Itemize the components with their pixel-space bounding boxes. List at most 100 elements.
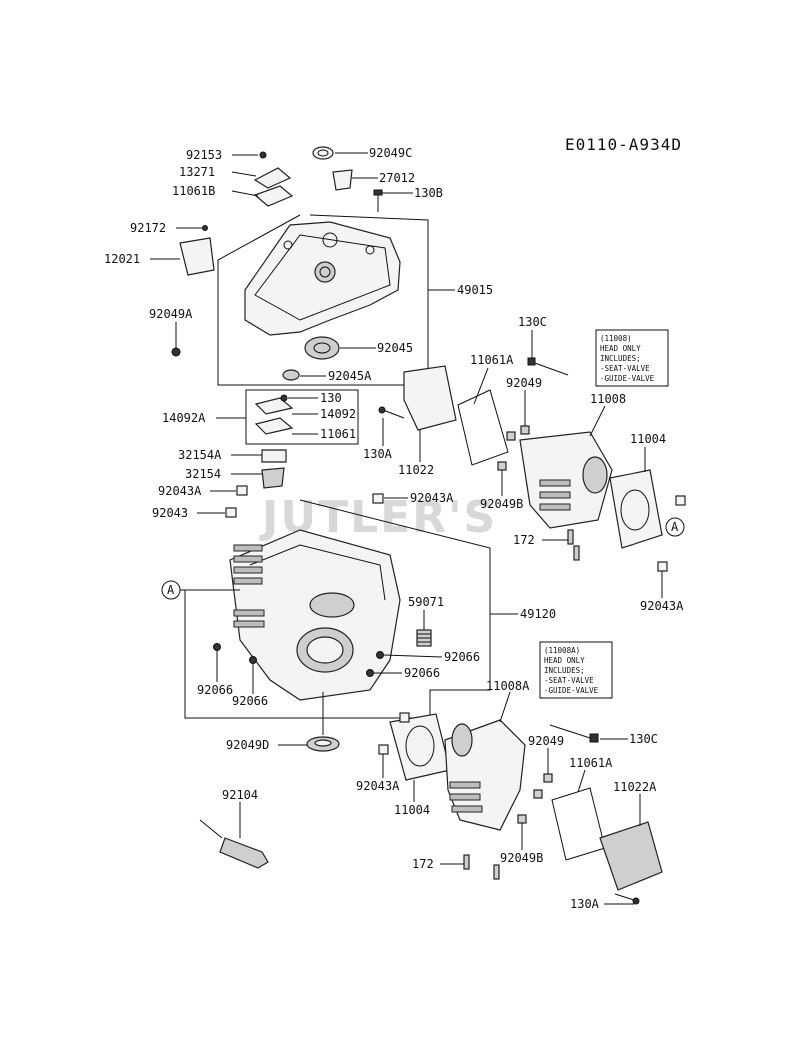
- plug-92066-r2: [366, 669, 374, 677]
- label-92049-top: 92049: [506, 376, 542, 390]
- label-92153: 92153: [186, 148, 222, 162]
- note-box-bottom: [539, 641, 613, 699]
- label-130a-bottom: 130A: [570, 897, 600, 911]
- bolt-130a-top: [378, 406, 386, 414]
- label-11061a-bottom: 11061A: [569, 756, 613, 770]
- note-top-line2: HEAD ONLY: [600, 344, 641, 353]
- callout-a-right: [665, 517, 685, 537]
- dowel-92043: [225, 507, 237, 518]
- crankcase-group: A 92043A 59071 49120 92066 92066 92066 9…: [161, 491, 556, 752]
- cylinder-bore-2: [309, 592, 355, 618]
- label-130: 130: [320, 391, 342, 405]
- note-bottom-line5: -GUIDE-VALVE: [544, 686, 599, 695]
- bolt-130c-bottom: [589, 733, 599, 743]
- sealant-tube-group: 92104: [199, 788, 269, 869]
- dowel-right-1: [675, 495, 686, 506]
- label-92043a-center: 92043A: [410, 491, 454, 505]
- gasket-11061: [254, 417, 294, 435]
- callout-a-left-text: A: [167, 583, 175, 597]
- dowel-92043a-right: [657, 561, 668, 572]
- label-92043a-bottom: 92043A: [356, 779, 400, 793]
- label-92049b-bottom: 92049B: [500, 851, 543, 865]
- bolt-130a-bottom: [632, 897, 640, 905]
- sealant-tube-92104: [219, 837, 269, 869]
- head-gasket-11004-bottom: [389, 713, 451, 781]
- gasket-11061a-top: [457, 389, 509, 466]
- plate-27012: [332, 169, 353, 191]
- label-11061: 11061: [320, 427, 356, 441]
- label-92049a: 92049A: [149, 307, 193, 321]
- note-bottom-line1: (11008A): [544, 646, 580, 655]
- label-92066-r2: 92066: [404, 666, 440, 680]
- screw-92153: [259, 151, 267, 159]
- stud-172-top: [567, 529, 574, 545]
- diagram-reference: E0110-A934D: [565, 135, 682, 154]
- label-172-bottom: 172: [412, 857, 434, 871]
- label-32154: 32154: [185, 467, 221, 481]
- nut-92049-bottom: [543, 773, 553, 783]
- group-bracket-49120: [184, 499, 491, 719]
- nut-92049b-top: [497, 461, 507, 471]
- label-92049-bottom: 92049: [528, 734, 564, 748]
- plug-92066-r1: [376, 651, 384, 659]
- note-box-top: [595, 329, 669, 387]
- plug-92049a: [171, 347, 181, 357]
- label-14092: 14092: [320, 407, 356, 421]
- plate-13271: [253, 167, 292, 189]
- bolt-130c-top: [527, 357, 536, 366]
- rocker-cover-11022: [403, 365, 457, 431]
- cover-bearing-bore: [314, 261, 336, 283]
- label-12021: 12021: [104, 252, 140, 266]
- cooling-fin: [233, 544, 263, 552]
- label-92049d: 92049D: [226, 738, 269, 752]
- label-172-top: 172: [513, 533, 535, 547]
- seal-92045a: [282, 369, 300, 381]
- label-11061b: 11061B: [172, 184, 215, 198]
- label-92066-l1: 92066: [197, 683, 233, 697]
- stud-172-bottom: [463, 854, 470, 870]
- label-59071: 59071: [408, 595, 444, 609]
- label-92049b-top: 92049B: [480, 497, 523, 511]
- label-92045: 92045: [377, 341, 413, 355]
- note-top-line3: INCLUDES;: [600, 354, 641, 363]
- label-92043a-left: 92043A: [158, 484, 202, 498]
- dowel-92043a-left: [236, 485, 248, 496]
- label-11008: 11008: [590, 392, 626, 406]
- label-13271: 13271: [179, 165, 215, 179]
- plug-92066-l2: [249, 656, 257, 664]
- label-49015: 49015: [457, 283, 493, 297]
- label-11004-top: 11004: [630, 432, 666, 446]
- breather-12021: [179, 237, 215, 276]
- label-11022: 11022: [398, 463, 434, 477]
- rocker-cover-11022a: [599, 821, 663, 891]
- head-gasket-11004-top: [609, 469, 663, 549]
- label-14092a: 14092A: [162, 411, 206, 425]
- callout-a-right-text: A: [671, 520, 679, 534]
- label-49120: 49120: [520, 607, 556, 621]
- label-92043: 92043: [152, 506, 188, 520]
- note-top-line1: (11008): [600, 334, 632, 343]
- kit-box-14092a: [245, 389, 359, 445]
- plug-92066-l1: [213, 643, 221, 651]
- note-bottom-line4: -SEAT-VALVE: [544, 676, 594, 685]
- label-130a-top: 130A: [363, 447, 393, 461]
- note-bottom-line2: HEAD ONLY: [544, 656, 585, 665]
- label-92066-l2: 92066: [232, 694, 268, 708]
- note-top-line5: -GUIDE-VALVE: [600, 374, 655, 383]
- label-27012: 27012: [379, 171, 415, 185]
- label-92049c: 92049C: [369, 146, 412, 160]
- gasket-11061b: [253, 185, 294, 207]
- label-11061a-top: 11061A: [470, 353, 514, 367]
- label-11008a: 11008A: [486, 679, 530, 693]
- breather-parts: 32154A 32154 92043A 92043: [152, 448, 287, 520]
- label-130b: 130B: [414, 186, 443, 200]
- bearing-92045: [304, 336, 340, 360]
- nut-92049b-bottom: [517, 814, 527, 824]
- cover-14092: [254, 397, 294, 415]
- label-92066-r1: 92066: [444, 650, 480, 664]
- upper-head-group: (11008) HEAD ONLY INCLUDES; -SEAT-VALVE …: [363, 315, 686, 613]
- group-bracket-49015: [217, 214, 429, 386]
- label-32154a: 32154A: [178, 448, 222, 462]
- bolt-130b: [373, 189, 383, 196]
